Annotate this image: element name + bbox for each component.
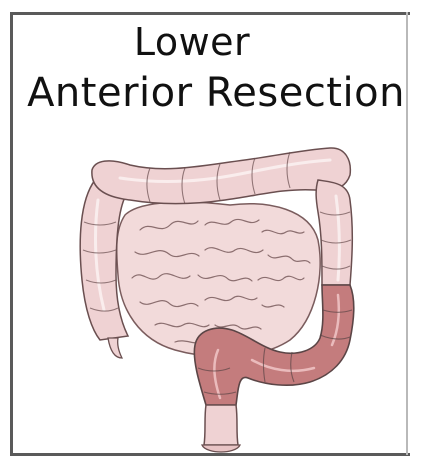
rectum-remnant	[202, 405, 240, 452]
